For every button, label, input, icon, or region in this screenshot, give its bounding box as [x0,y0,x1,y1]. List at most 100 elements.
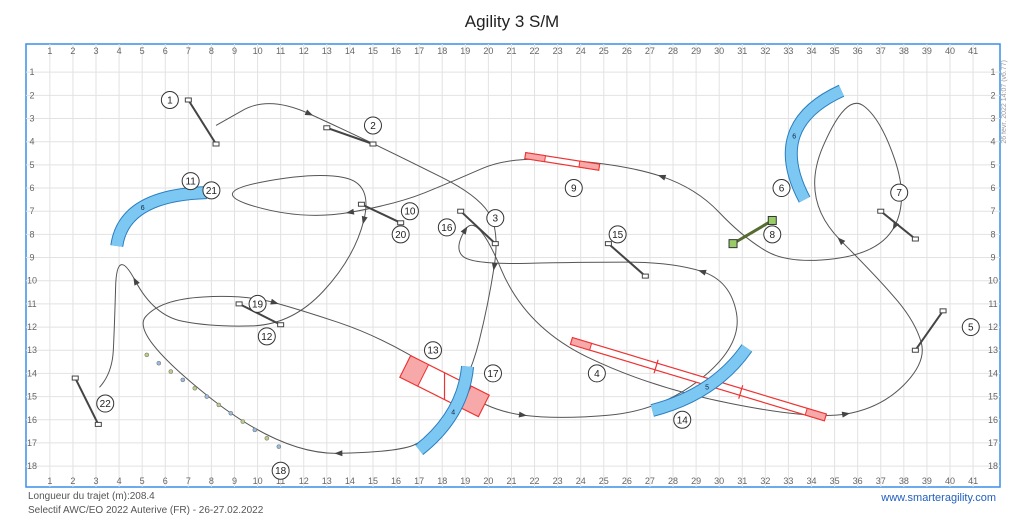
row-label-right: 7 [990,206,995,216]
obstacle-number-circle [363,116,382,135]
tunnel-body [111,187,207,247]
obstacle-number: 3 [493,214,499,225]
start-dot [264,436,270,441]
path-line [99,102,923,454]
handler-path [99,102,923,457]
jump-wing [939,308,947,314]
obstacle-number-circle [564,179,583,198]
obstacle-number: 9 [571,184,577,195]
col-label-top: 40 [945,46,955,56]
col-label-top: 25 [599,46,609,56]
col-label-bottom: 18 [437,476,447,486]
col-label-top: 34 [806,46,816,56]
col-label-bottom: 16 [391,476,401,486]
start-dot [192,385,198,391]
bar-jump [74,377,100,425]
obstacle-number: 8 [769,230,775,241]
obstacle-number: 17 [487,369,499,380]
row-label-left: 11 [27,299,36,309]
obstacle-number-circle [890,183,909,202]
col-label-top: 16 [391,46,401,56]
col-label-top: 11 [276,46,285,56]
path-arrow [460,226,468,235]
dogwalk-joint [738,385,744,399]
col-label-bottom: 11 [276,476,285,486]
row-label-right: 18 [988,461,998,471]
path-arrow [657,174,667,181]
obstacle-number-circle [763,225,782,244]
start-dot [144,352,150,358]
col-label-top: 32 [760,46,770,56]
path-arrow [345,208,355,215]
col-label-bottom: 9 [232,476,237,486]
col-label-bottom: 24 [576,476,586,486]
obstacle-number-circle [181,172,200,191]
start-dot [240,419,246,424]
obstacle-number: 18 [275,466,287,477]
col-label-top: 36 [853,46,863,56]
col-label-top: 38 [899,46,909,56]
obstacle-number: 1 [167,95,173,106]
field-border [25,43,1001,488]
brand-link[interactable]: www.smarteragility.com [881,492,996,504]
obstacle-number: 14 [677,415,689,426]
obstacle-number-circle [202,181,221,200]
col-label-bottom: 25 [599,476,609,486]
jump-wing [277,322,285,328]
row-label-left: 12 [27,322,37,332]
row-label-right: 15 [988,392,998,402]
col-label-bottom: 33 [783,476,793,486]
obstacle-number: 2 [370,121,376,132]
contact-zone [569,336,593,351]
bar-jump [238,302,282,326]
col-label-top: 37 [876,46,886,56]
tunnel-label: 6 [141,205,145,212]
obstacle-number-circle [257,327,276,346]
row-label-right: 17 [988,438,998,448]
col-label-bottom: 41 [968,476,978,486]
col-label-top: 15 [368,46,378,56]
col-label-top: 31 [737,46,747,56]
obstacle-number-circle [160,90,179,109]
jump-wing [491,241,499,247]
col-label-top: 9 [232,46,237,56]
col-label-top: 14 [345,46,355,56]
path-arrow [698,269,707,276]
obstacle-number: 6 [779,184,785,195]
col-label-bottom: 2 [70,476,75,486]
col-label-bottom: 37 [876,476,886,486]
col-label-bottom: 1 [47,476,52,486]
col-label-bottom: 17 [414,476,424,486]
row-label-left: 15 [27,392,37,402]
col-label-top: 4 [117,46,122,56]
row-label-left: 13 [27,345,37,355]
jump-wing [323,125,331,131]
obstacle-number-circle [248,294,267,313]
obstacle-number-circle [391,225,410,244]
row-label-left: 2 [29,90,34,100]
col-label-bottom: 15 [368,476,378,486]
obstacle-number: 4 [594,369,600,380]
col-label-top: 27 [645,46,655,56]
bar-jump [880,210,916,240]
bar-jump [607,242,646,277]
obstacle-number-circle [587,364,606,383]
obstacle-number-circle [608,225,627,244]
jump-wing [369,141,377,147]
tunnel-body [650,344,752,416]
obstacle-number: 11 [185,177,196,188]
jump-wing [212,141,220,147]
seesaw-pivot [443,372,446,400]
row-label-left: 18 [27,461,37,471]
col-label-top: 28 [668,46,678,56]
obstacle-number-circle [483,364,502,383]
col-label-bottom: 29 [691,476,701,486]
jump-wing [94,421,102,427]
tunnel-body [415,365,474,455]
obstacle-number: 7 [896,188,902,199]
dogwalk-obstacle [569,336,828,422]
obstacle-number-circle [961,318,980,337]
jump-wing [397,220,405,226]
col-label-top: 20 [483,46,493,56]
